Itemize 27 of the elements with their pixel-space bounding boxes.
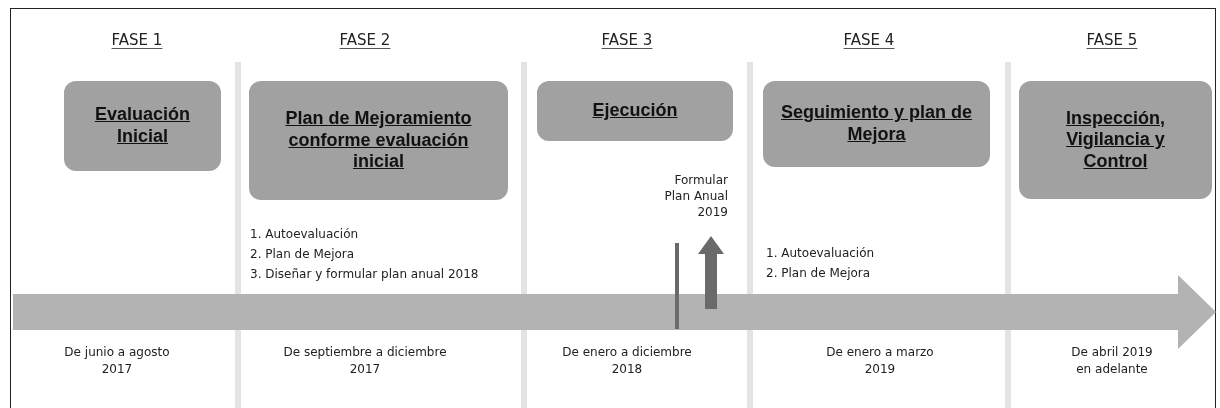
date-range: De enero a diciembre 2018 — [561, 344, 693, 378]
date-range: De septiembre a diciembre 2017 — [282, 344, 448, 378]
phase-box — [1019, 81, 1212, 199]
phase-heading: FASE 5 — [1085, 30, 1139, 51]
phase-heading: FASE 3 — [600, 30, 654, 51]
phase-heading: FASE 4 — [842, 30, 896, 51]
phase-title: Seguimiento y plan de Mejora — [780, 102, 973, 146]
list-item: 1. Autoevaluación — [250, 226, 359, 243]
phase-box — [64, 81, 221, 171]
phase-box — [537, 81, 733, 141]
phase-heading: FASE 2 — [338, 30, 392, 51]
phase-box — [249, 81, 508, 200]
phase-heading: FASE 1 — [110, 30, 164, 51]
phase-title: Evaluación Inicial — [93, 104, 191, 148]
list-item: 1. Autoevaluación — [766, 245, 875, 262]
list-item: 3. Diseñar y formular plan anual 2018 — [250, 266, 479, 283]
phase-title: Inspección, Vigilancia y Control — [1065, 107, 1166, 173]
date-range: De junio a agosto 2017 — [63, 344, 171, 378]
phase-title: Plan de Mejoramiento conforme evaluación inicial — [284, 108, 473, 173]
list-item: 2. Plan de Mejora — [766, 265, 871, 282]
list-item: 2. Plan de Mejora — [250, 246, 355, 263]
phase-box — [763, 81, 990, 167]
phase-title: Ejecución — [592, 100, 678, 122]
arrow — [698, 236, 724, 309]
date-range: De enero a marzo 2019 — [825, 344, 935, 378]
arrow-label: Formular Plan Anual 2019 — [663, 172, 728, 221]
date-range: De abril 2019 en adelante — [1070, 344, 1154, 378]
